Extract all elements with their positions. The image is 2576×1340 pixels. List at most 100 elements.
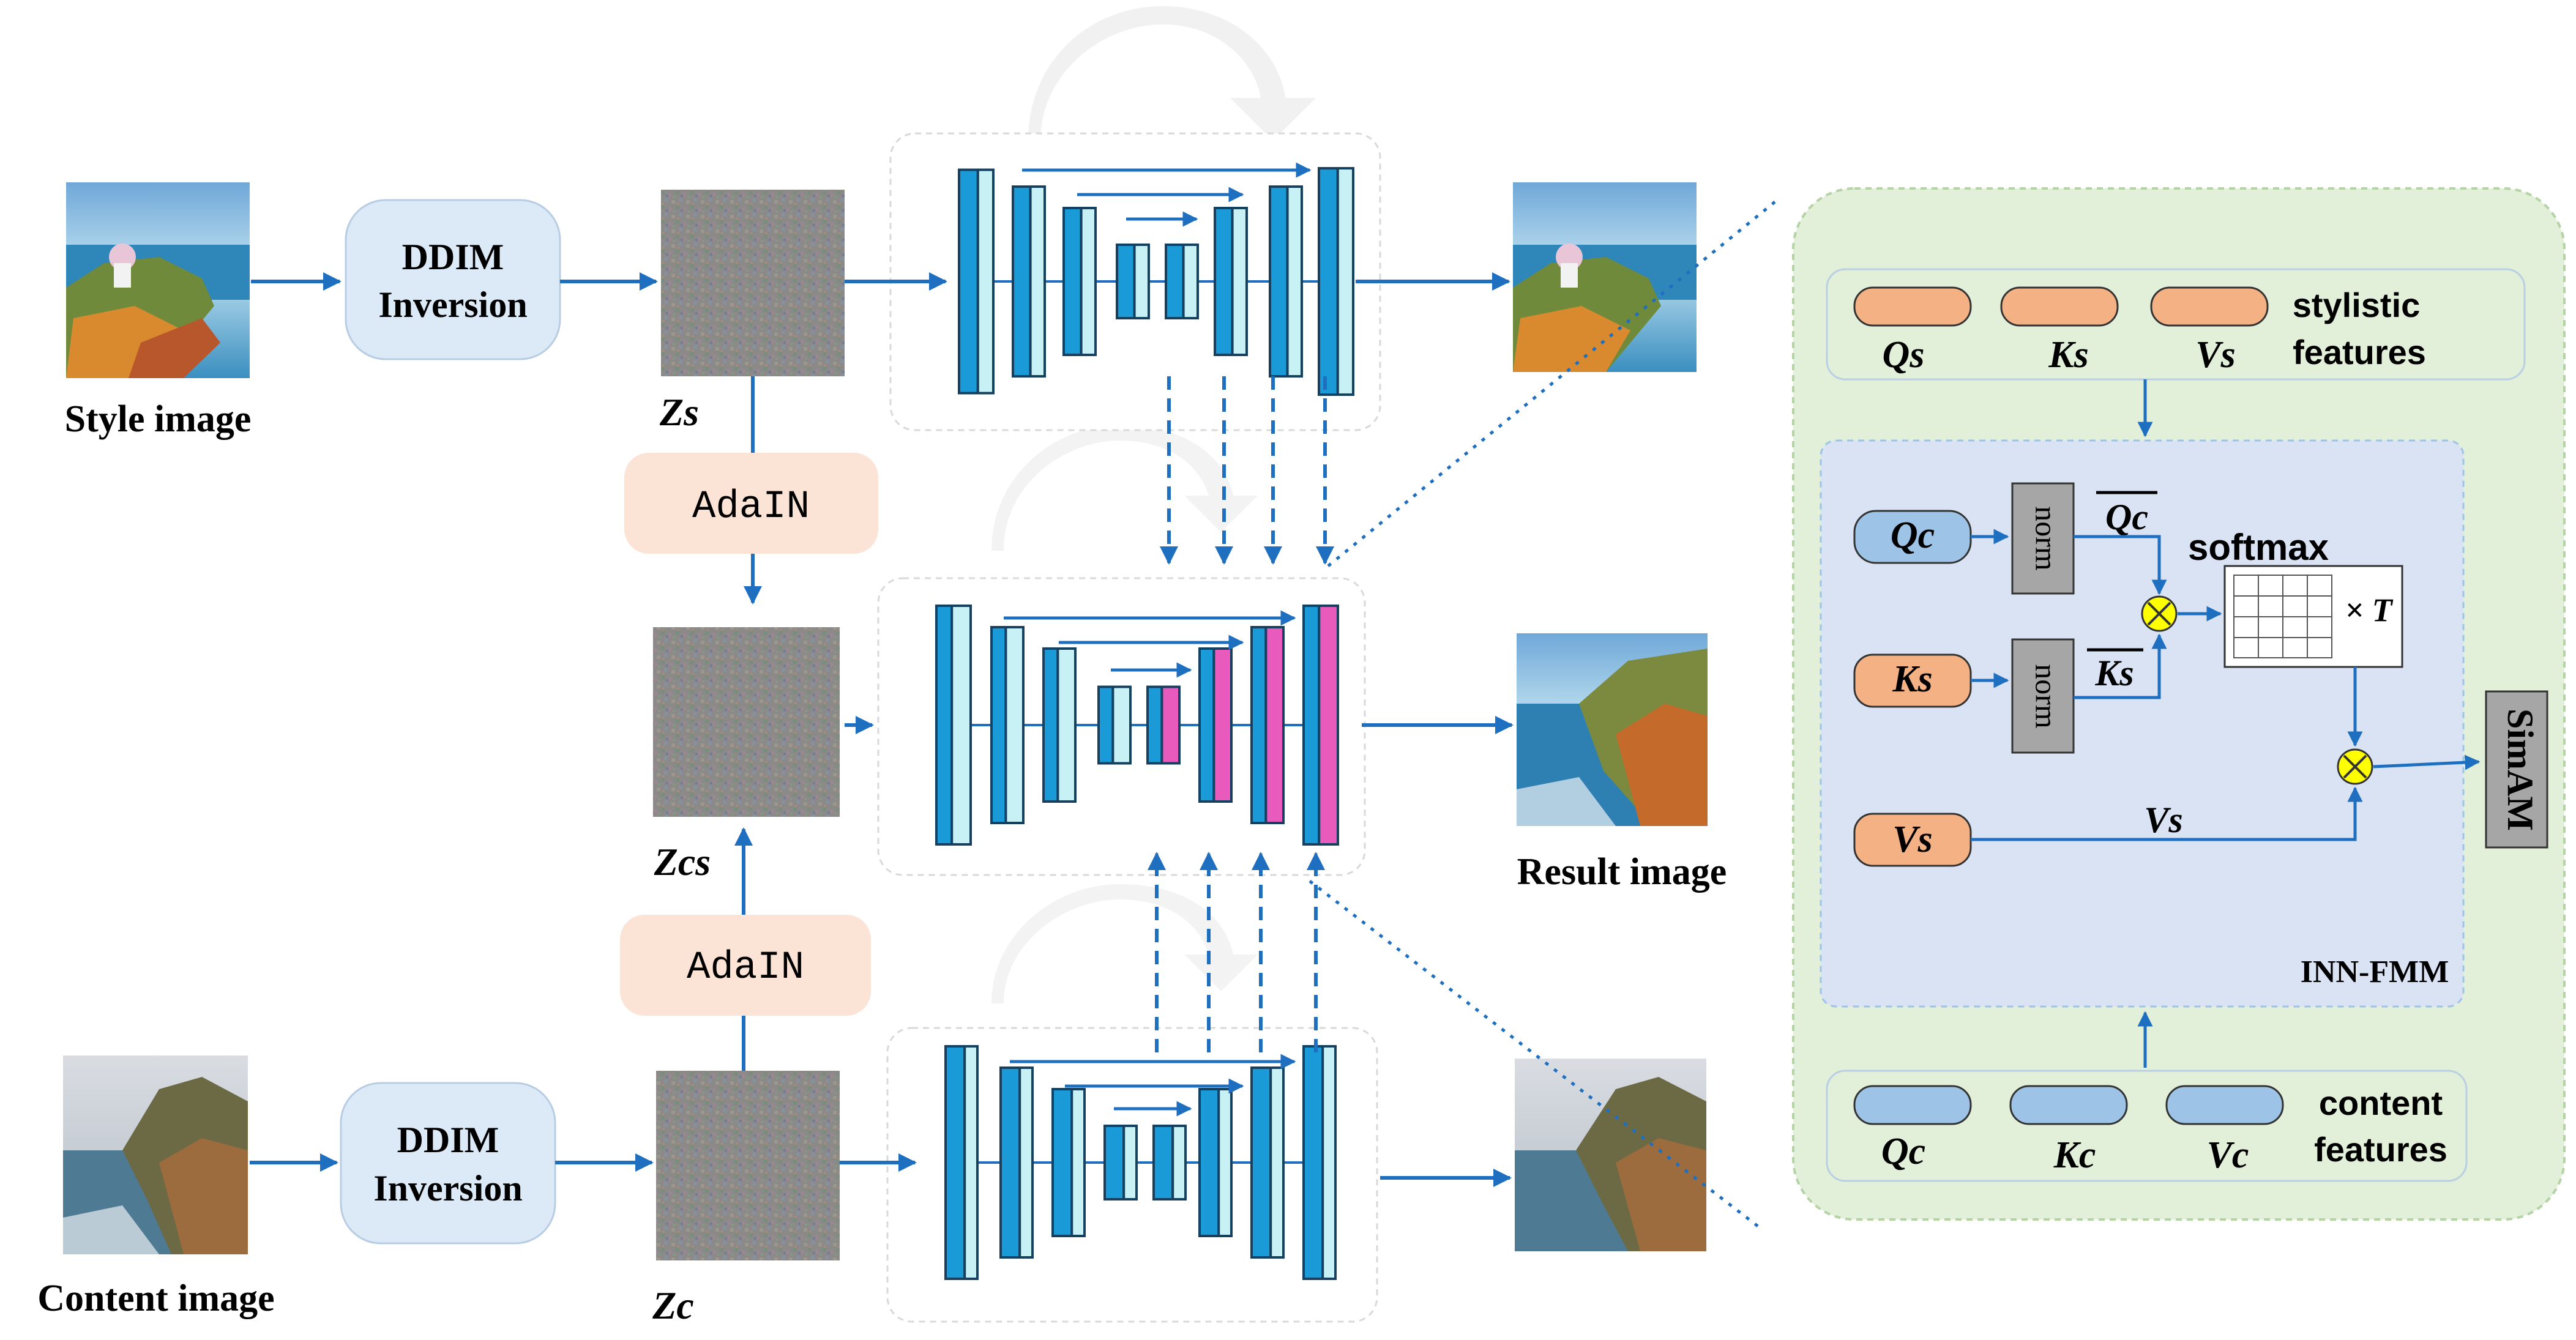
svg-text:features: features: [2314, 1130, 2447, 1169]
stylized-output-image: [1513, 182, 1697, 372]
svg-text:DDIM: DDIM: [402, 237, 504, 277]
unet-layer-block: [1269, 1066, 1285, 1259]
unet-layer-block: [1012, 185, 1032, 378]
token-qc: [1853, 1085, 1972, 1125]
unet-layer-block: [1182, 244, 1199, 319]
unet-layer-block: [1146, 685, 1163, 765]
unet-layer-block: [1122, 1125, 1138, 1200]
vs-line-label: Vs: [2144, 800, 2182, 840]
unet-layer-block: [1318, 605, 1339, 846]
latent-zc-label: Zc: [652, 1284, 694, 1327]
unet-layer-block: [1214, 207, 1234, 356]
unet-layer-block: [1116, 244, 1136, 319]
svg-text:Ks: Ks: [1892, 658, 1932, 700]
token-vs: [2150, 286, 2269, 327]
unet-layer-block: [963, 1045, 979, 1280]
svg-text:content: content: [2319, 1084, 2443, 1122]
unet-layer-block: [1217, 1088, 1233, 1237]
ghost-refresh-icon: [991, 425, 1258, 551]
norm-box-qc: [2011, 482, 2075, 595]
latent-zc-noise: [656, 1071, 840, 1260]
unet-layer-block: [1070, 1088, 1086, 1237]
unet-layer-block: [1231, 207, 1248, 356]
simam-block: SimAM: [2485, 690, 2548, 849]
unet-layer-block: [1062, 207, 1083, 356]
result-image-label: Result image: [1517, 851, 1727, 893]
style-image: [66, 182, 250, 378]
unet-layer-block: [1264, 626, 1285, 824]
svg-text:Qs: Qs: [1883, 334, 1925, 376]
unet-layer-block: [1171, 1125, 1187, 1200]
result-image: [1517, 633, 1708, 826]
svg-text:Qc: Qc: [1891, 515, 1935, 556]
unet-layer-block: [1302, 605, 1321, 846]
unet-layer-block: [976, 168, 995, 395]
unet-layer-block: [1318, 167, 1339, 396]
latent-zs-label: Zs: [659, 390, 699, 434]
latent-zcs-noise: [653, 627, 840, 817]
unet-layer-block: [958, 168, 979, 395]
unet-layer-block: [1056, 647, 1077, 803]
unet-layer-block: [990, 626, 1007, 824]
unet-layer-block: [935, 605, 954, 846]
svg-text:Vs: Vs: [2195, 334, 2235, 376]
unet-layer-block: [1051, 1088, 1073, 1237]
unet-layer-block: [1165, 244, 1185, 319]
unet-style: [889, 132, 1381, 431]
style-image-label: Style image: [65, 398, 252, 440]
unet-layer-block: [1080, 207, 1097, 356]
unet-layer-block: [1250, 626, 1267, 824]
reconstructed-content-image: [1515, 1059, 1706, 1251]
unet-layer-block: [1321, 1045, 1337, 1280]
unet-stylized: [877, 577, 1366, 876]
token-kc: [2009, 1085, 2128, 1125]
unet-layer-block: [1111, 685, 1132, 765]
adain-bottom-block: AdaIN: [620, 915, 871, 1016]
svg-text:AdaIN: AdaIN: [687, 946, 804, 990]
inn-fmm-module: Qc Ks Vs norm norm Qc Ks softmax: [1820, 439, 2465, 1008]
svg-text:DDIM: DDIM: [397, 1120, 499, 1160]
token-qs: [1853, 286, 1972, 327]
unet-content: [886, 1027, 1378, 1323]
svg-text:stylistic: stylistic: [2293, 286, 2421, 324]
unet-layer-block: [1152, 1125, 1174, 1200]
multiply-op-icon: [2141, 595, 2178, 632]
svg-text:Inversion: Inversion: [378, 285, 527, 325]
unet-layer-block: [1133, 244, 1150, 319]
unet-layer-block: [1336, 167, 1355, 396]
latent-zcs-label: Zcs: [654, 840, 711, 884]
unet-layer-block: [1212, 647, 1233, 803]
ddim-inversion-style-block: DDIM Inversion: [345, 199, 561, 360]
inn-fmm-label: INN-FMM: [2301, 955, 2449, 989]
unet-layer-block: [1269, 185, 1289, 378]
qc-bar-label: Qc: [2105, 497, 2148, 537]
unet-layer-block: [1160, 685, 1181, 765]
svg-text:Vc: Vc: [2207, 1134, 2249, 1176]
token-ks: [2000, 286, 2119, 327]
ghost-refresh-icon: [991, 884, 1258, 1003]
svg-text:norm: norm: [2029, 664, 2064, 729]
attention-matrix: × T: [2223, 565, 2403, 668]
token-vc: [2165, 1085, 2284, 1125]
latent-zs-noise: [661, 190, 845, 376]
unet-layer-block: [1198, 647, 1215, 803]
svg-text:Inversion: Inversion: [373, 1168, 522, 1208]
unet-layer-block: [1097, 685, 1114, 765]
content-image: [63, 1055, 248, 1254]
fmm-arrows: [1971, 379, 2481, 1068]
adain-top-block: AdaIN: [624, 453, 878, 554]
unet-layer-block: [1302, 1045, 1324, 1280]
svg-text:× T: × T: [2345, 592, 2393, 628]
unet-layer-block: [1018, 1066, 1034, 1259]
svg-text:Vs: Vs: [1892, 819, 1932, 860]
svg-text:Qc: Qc: [1881, 1131, 1925, 1172]
ghost-refresh-icon: [1028, 6, 1316, 141]
svg-text:Ks: Ks: [2048, 334, 2088, 376]
feature-injection-arrows: [1148, 376, 1334, 1052]
unet-layer-block: [1004, 626, 1025, 824]
unet-layer-block: [1286, 185, 1304, 378]
unet-layer-block: [1250, 1066, 1272, 1259]
unet-layer-block: [999, 1066, 1021, 1259]
unet-layer-block: [1198, 1088, 1220, 1237]
